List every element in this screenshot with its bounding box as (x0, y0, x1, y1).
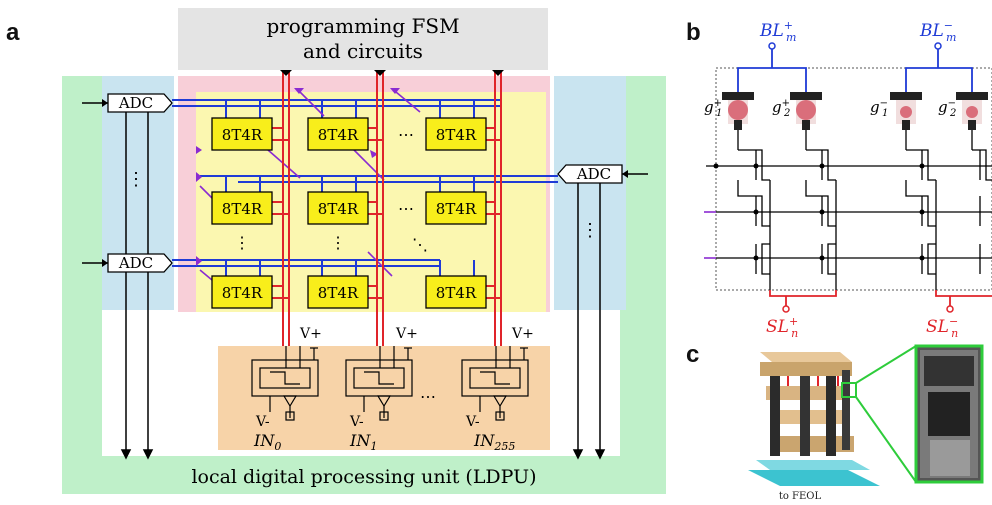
adc-vdots-left: ⋮ (127, 169, 145, 190)
array-ddots: ⋱ (412, 235, 428, 254)
input-label-0: IN0 (253, 431, 281, 453)
adc-right: ADC (557, 164, 648, 184)
array-vdots: ⋮ (234, 233, 250, 252)
ldpu-label: local digital processing unit (LDPU) (191, 466, 536, 488)
cell-label: 8T4R (436, 126, 477, 144)
adc-label: ADC (118, 254, 153, 272)
memristor (956, 92, 988, 130)
opamp-circuits (251, 346, 529, 421)
transistor-network (706, 130, 992, 290)
cell: 8T4R (425, 117, 487, 151)
bl-plus-label: BL+m (759, 19, 796, 44)
g-label: g+2 (772, 98, 790, 119)
cell: 8T4R (307, 117, 369, 151)
sl-minus-label: SL−n (926, 315, 958, 340)
cell: 8T4R (307, 275, 369, 309)
cell-array: 8T4R 8T4R 8T4R 8T4R 8T4R 8T4R 8T4R 8T4R … (211, 117, 487, 309)
input-labels: IN0 IN1 IN255 (253, 431, 515, 453)
adc-label: ADC (576, 165, 611, 183)
bl-wiring (737, 48, 973, 92)
vminus-label: V- (465, 414, 480, 430)
array-vdots: ⋮ (330, 233, 346, 252)
cell-label: 8T4R (318, 284, 359, 302)
cell: 8T4R (307, 191, 369, 225)
memristor (790, 92, 822, 130)
cell-label: 8T4R (318, 200, 359, 218)
panel-c-letter: c (686, 341, 699, 368)
sl-wiring (769, 290, 992, 306)
memristor (722, 92, 754, 130)
g-labels: g+1 g+2 g−1 g−2 (704, 98, 956, 119)
vplus-label: V+ (395, 326, 418, 342)
bitline-arrows (280, 70, 504, 76)
bl-terminals (768, 42, 942, 50)
ldpu-arrows (120, 112, 606, 460)
fsm-line2: and circuits (303, 39, 423, 63)
panel-a-letter: a (6, 19, 20, 46)
cell-label: 8T4R (318, 126, 359, 144)
vplus-label: V+ (299, 326, 322, 342)
fsm-box (178, 8, 548, 70)
input-label-255: IN255 (473, 431, 515, 453)
vplus-label: V+ (511, 326, 534, 342)
purple-markers (196, 88, 400, 266)
cell-label: 8T4R (436, 284, 477, 302)
cell: 8T4R (425, 275, 487, 309)
bitline-labels: BL+m BL−m SL+n SL−n (759, 19, 958, 340)
purple-lines (199, 91, 421, 281)
fsm-line1: programming FSM (266, 14, 459, 38)
b-purple-inputs (704, 211, 716, 259)
array-hdots: ⋯ (398, 125, 414, 144)
blue-lines (172, 99, 558, 276)
array-hdots: ⋯ (398, 199, 414, 218)
tem-inset (914, 344, 984, 484)
cell-label: 8T4R (436, 200, 477, 218)
feol-label: to FEOL (779, 491, 822, 502)
panel-b-letter: b (686, 19, 701, 46)
cell-label: 8T4R (222, 284, 263, 302)
adc-label: ADC (118, 94, 153, 112)
memristors (722, 92, 988, 130)
opamp-labels: V+ V+ V+ V- V- V- (255, 326, 534, 430)
adc-panel-right (554, 76, 626, 310)
cell-label: 8T4R (222, 126, 263, 144)
cell: 8T4R (211, 275, 273, 309)
g-label: g−2 (938, 98, 956, 119)
cell-label: 8T4R (222, 200, 263, 218)
input-label-1: IN1 (349, 431, 377, 453)
sl-terminals (782, 305, 954, 313)
red-lines (272, 72, 502, 346)
g-label: g−1 (870, 98, 888, 119)
cell: 8T4R (425, 191, 487, 225)
g-label: g+1 (704, 98, 722, 119)
3d-structure (748, 345, 917, 486)
vminus-label: V- (349, 414, 364, 430)
adc-vdots-right: ⋮ (581, 220, 599, 241)
cell: 8T4R (211, 191, 273, 225)
adc-top-left: ADC (82, 93, 173, 113)
memristor (890, 92, 922, 130)
cell: 8T4R (211, 117, 273, 151)
opamp-hdots: ⋯ (420, 387, 436, 406)
vminus-label: V- (255, 414, 270, 430)
bl-minus-label: BL−m (919, 19, 956, 44)
sl-plus-label: SL+n (766, 315, 798, 340)
cell-dashed-outline (715, 67, 992, 291)
adc-bottom-left: ADC (82, 253, 173, 273)
junction-dots (713, 163, 925, 261)
